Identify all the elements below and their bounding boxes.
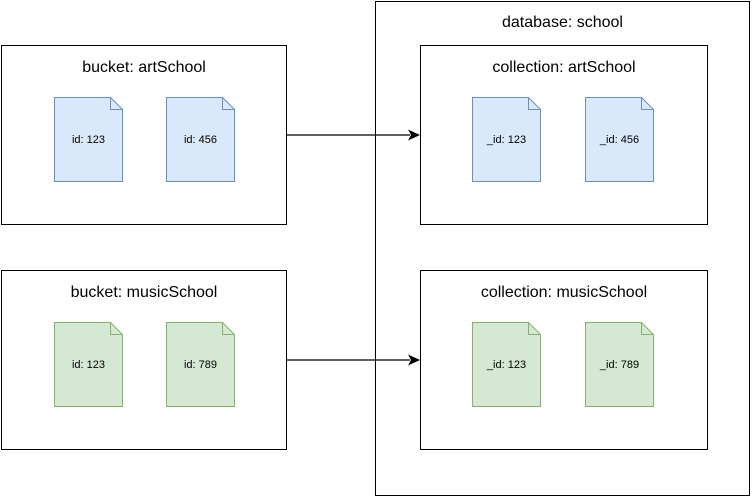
document-id-label: id: 789 <box>183 359 218 371</box>
document-icon: id: 123 <box>54 97 123 182</box>
document-icon: id: 123 <box>54 322 123 407</box>
document-icon: id: 456 <box>166 97 235 182</box>
document-id-label: _id: 789 <box>599 359 640 371</box>
document-id-label: id: 123 <box>71 359 106 371</box>
document-id-label: _id: 123 <box>486 359 527 371</box>
bucket-musicschool-title: bucket: musicSchool <box>70 284 218 301</box>
bucket-artschool: bucket: artSchool id: 123 id: 456 <box>1 45 287 225</box>
document-id-label: id: 123 <box>71 134 106 146</box>
document-icon: _id: 789 <box>585 322 654 407</box>
collection-artschool: collection: artSchool _id: 123 _id: 456 <box>420 45 708 225</box>
document-icon: _id: 456 <box>585 97 654 182</box>
database-title: database: school <box>502 14 623 31</box>
document-icon: _id: 123 <box>472 97 541 182</box>
document-id-label: _id: 456 <box>599 134 640 146</box>
document-id-label: _id: 123 <box>486 134 527 146</box>
collection-musicschool: collection: musicSchool _id: 123 _id: 78… <box>420 270 708 450</box>
document-icon: _id: 123 <box>472 322 541 407</box>
arrow-musicschool <box>287 354 420 366</box>
document-icon: id: 789 <box>166 322 235 407</box>
arrow-artschool <box>287 129 420 141</box>
bucket-musicschool: bucket: musicSchool id: 123 id: 789 <box>1 270 287 450</box>
collection-musicschool-title: collection: musicSchool <box>480 284 648 301</box>
document-id-label: id: 456 <box>183 134 218 146</box>
collection-artschool-title: collection: artSchool <box>492 59 636 76</box>
bucket-artschool-title: bucket: artSchool <box>82 59 206 76</box>
